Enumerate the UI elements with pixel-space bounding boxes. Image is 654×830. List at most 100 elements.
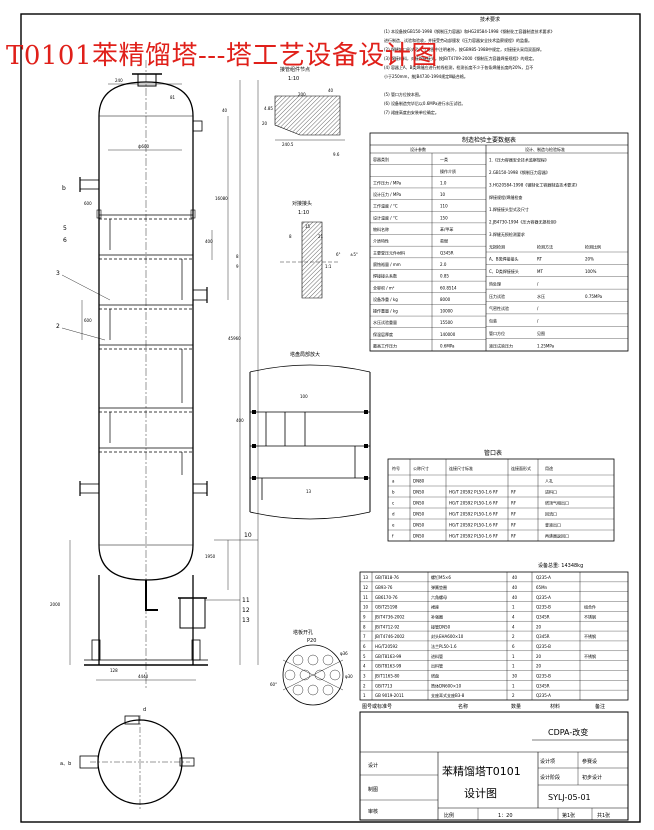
spec-right-cell: C、D类焊接接头 <box>489 268 519 274</box>
detail-a-dim-3: 200 <box>298 92 306 97</box>
detail-c-dim-3: 13 <box>306 489 312 494</box>
spec-title: 制造检验主要数据表 <box>462 136 516 144</box>
detail-tray-zoom: 塔盘局部放大 100 400 13 <box>236 351 371 520</box>
bom-cell: 6 <box>512 644 515 649</box>
dim-dn: ф600 <box>138 144 150 149</box>
nozzle-cell: RF <box>511 523 517 528</box>
detail-a-dim-5: 9.6 <box>333 152 340 157</box>
spec-row-label: 容器类别 <box>373 156 389 162</box>
spec-right-cell: 检测方法 <box>537 243 553 249</box>
detail-c-dim-1: 100 <box>300 394 308 399</box>
spec-header-2: 设计、制造与检验标准 <box>525 146 565 152</box>
tech-requirements: 技术要求 (1) 本设备按GB150-1998《钢制压力容器》和HG20584-… <box>384 16 555 115</box>
nozzle-header-cell: 公称尺寸 <box>413 465 429 471</box>
tb-main-title-2: 设计图 <box>464 787 497 800</box>
detail-a-scale: 1:10 <box>288 76 299 82</box>
bom-cell: 筒体DN600×10 <box>431 682 462 688</box>
bom-footer-2: 名称 <box>458 703 468 710</box>
dim-left-5: 5 <box>63 225 67 232</box>
tech-req-line-2: 进行制造、试验和验收，并接受劳动部颁发《压力容器安全技术监察规程》的监督。 <box>384 37 532 43</box>
bom-cell: 裙座 <box>431 604 439 610</box>
tb-total: 共1张 <box>597 812 610 819</box>
detail-c-dim-2: 400 <box>236 418 244 423</box>
detail-butt-joint: 对接接头 1:10 8 15 21 6° ±5° 1:1 <box>280 200 358 299</box>
bom-cell: Q235-A <box>536 693 551 698</box>
tb-scale-label: 比例 <box>444 812 454 819</box>
spec-right-cell: 2.JB4730-1994《压力容器无损检测》 <box>489 219 559 225</box>
bom-cell: GB/T713 <box>375 683 393 688</box>
tech-req-line-4: (3) 焊接材料，对接焊接接头，按JB/T4709-2000《钢制压力容器焊接规… <box>384 55 536 61</box>
detail-d-dim-1: φ36 <box>340 651 348 656</box>
tower-dimensions: 240 81 ф600 40 16080 45960 400 600 8 9 2… <box>50 78 241 679</box>
spec-right-cell: 0.75MPa <box>585 294 603 299</box>
bom-cell: 7 <box>363 634 366 639</box>
callout-3: 3 <box>56 270 60 277</box>
nozzle-cell: f <box>392 534 394 539</box>
bom-cell: 3 <box>363 674 366 679</box>
detail-a-title: 接管组件节点 <box>280 66 310 73</box>
nozzle-cell: RF <box>511 534 517 539</box>
spec-right-cell: / <box>537 319 539 324</box>
dim-h9: 600 <box>84 201 92 206</box>
dim-left-6: 6 <box>63 237 67 244</box>
detail-a-dim-1: 4.85 <box>264 106 273 111</box>
bom-cell: 4 <box>512 614 515 619</box>
bom-cell: Q345R <box>536 634 550 639</box>
spec-table-text: 制造检验主要数据表 设计参数 设计、制造与检验标准 容器类别一类操作介质工作压力… <box>373 136 603 349</box>
spec-row-label: 设备净重 / kg <box>373 296 398 302</box>
detail-a-dim-2: 20 <box>262 121 268 126</box>
detail-a-dim-4: 40 <box>328 88 334 93</box>
bom-cell: 1 <box>512 654 515 659</box>
spec-row-label: 焊接接头系数 <box>373 273 397 279</box>
nozzle-table-title: 管口表 <box>484 449 502 457</box>
bom-cell: 40 <box>512 595 518 600</box>
bom-cell: 1 <box>363 693 366 698</box>
bom-cell: JB/T4746-2002 <box>374 634 405 639</box>
bom-cell: Q235-B <box>536 605 551 610</box>
detail-b-dim-6: 1:1 <box>325 264 332 269</box>
weight-label: 设备总重: 14348kg <box>538 562 583 569</box>
dim-h7: 2000 <box>50 602 61 607</box>
spec-right-cell: 热处理 <box>489 280 501 286</box>
bom-cell: 不锈钢 <box>584 613 596 619</box>
spec-right-cell: 3.焊缝无损检测要求 <box>489 231 525 237</box>
nozzle-cell: 回流口 <box>545 511 557 517</box>
tb-phase: 设计阶段 <box>540 774 560 781</box>
bom-cell: GB/T8163-99 <box>375 664 402 669</box>
dim-h4: 600 <box>84 318 92 323</box>
bom-cell: 1 <box>512 605 515 610</box>
spec-table <box>369 132 629 352</box>
nozzle-cell: c <box>392 501 394 506</box>
spec-row-label: 全容积 / m³ <box>373 284 395 290</box>
bom-cell: 20 <box>536 664 542 669</box>
nozzle-cell: e <box>392 523 395 528</box>
nozzle-table <box>387 458 615 542</box>
tech-req-line-9: (7) 裙座高度由安装单位确定。 <box>384 109 439 115</box>
dim-h2: 45960 <box>228 336 241 341</box>
tb-review: 审核 <box>368 808 378 815</box>
dim-h6: 9 <box>236 264 239 269</box>
spec-row-label: 物料名称 <box>373 226 389 232</box>
bom-cell: Q345R <box>536 683 550 688</box>
spec-row-value: 苯/甲苯 <box>440 226 453 232</box>
nozzle-cell: HG/T 20592 PL50-1.6 RF <box>449 534 499 539</box>
bom-cell: 5 <box>363 654 366 659</box>
spec-row-value: 1.0 <box>440 180 447 185</box>
tb-project: CDPA-改变 <box>548 727 588 737</box>
title-block-text: CDPA-改变 设计 制图 审核 苯精馏塔T0101 设计图 设计项 参赛设 设… <box>368 727 610 819</box>
callout-12: 12 <box>242 607 250 614</box>
bom-cell: 2 <box>363 683 366 688</box>
spec-row-label: 保温层厚度 <box>373 331 393 337</box>
nozzle-cell: HG/T 20592 PL50-1.6 RF <box>449 523 499 528</box>
bom-cell: GB/T25198 <box>375 605 398 610</box>
nozzle-cell: DN50 <box>413 490 425 495</box>
title-block <box>359 711 629 821</box>
nozzle-cell: RF <box>511 490 517 495</box>
dim-top-width: 240 <box>115 78 123 83</box>
spec-right-cell: 100% <box>585 269 597 274</box>
bom-cell: 螺钉M5×6 <box>431 574 451 580</box>
dim-h8: 1950 <box>205 554 216 559</box>
bom-cell: 2 <box>512 634 515 639</box>
bom-cell: GB/T8163-99 <box>375 654 402 659</box>
